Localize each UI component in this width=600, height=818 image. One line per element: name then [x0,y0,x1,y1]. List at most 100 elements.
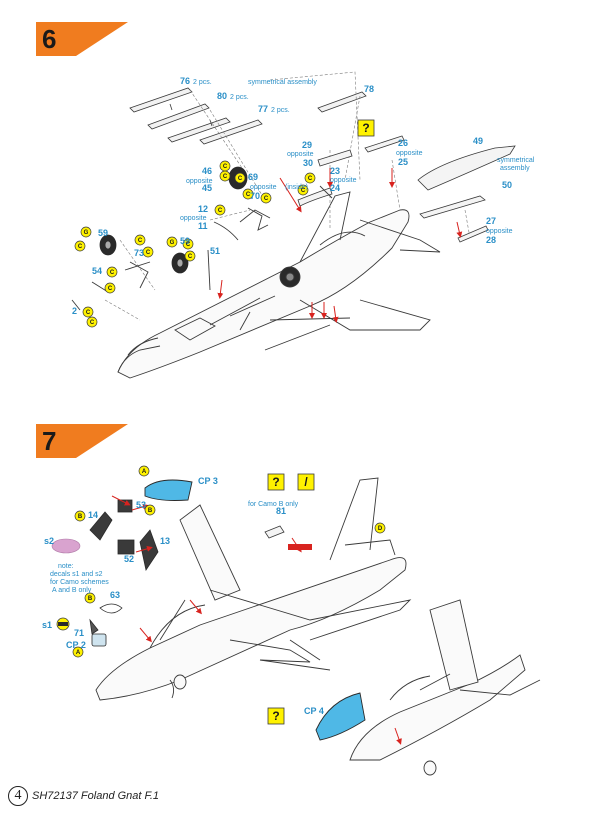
part-69-label: 69 [248,172,258,182]
sym-assembly-1-label: symmetrical [497,157,535,164]
question-marker-step6 [357,119,375,137]
part-2-label: 2 [72,306,77,316]
gnat-fuselage-step7 [95,477,541,776]
marker-letter: C [308,176,313,182]
part-70-label: 70 [250,191,260,201]
marker-letter: C [301,188,306,194]
question-mark: ? [362,121,369,135]
gnat-fuselage-step6 [117,191,441,379]
step-6-marker-letters: C C C C C C G C C C G C C C C C C C C ? [78,121,370,326]
assembly-dash-lines [104,71,471,321]
marker-letter: C [238,176,243,182]
part-50-label: 50 [502,180,512,190]
marker-letter: G [170,240,175,246]
part-78-label: 78 [364,84,374,94]
part-71-label: 71 [74,628,84,638]
marker-letter: B [78,514,83,520]
step-badge-bg [36,424,128,458]
canopy-cp4 [315,692,366,741]
part-63-label: 63 [110,590,120,600]
opposite-12-label: opposite [180,215,207,222]
part-cp3-label: CP 3 [198,476,218,486]
part-24-label: 24 [330,183,340,193]
part-cp2-label: CP 2 [66,640,86,650]
part-46-label: 46 [202,166,212,176]
opposite-29-label: opposite [287,151,314,158]
part-13-label: 13 [160,536,170,546]
marker-letter: C [246,192,251,198]
part-51-label: 51 [210,246,220,256]
part-73-label: 73 [134,248,144,258]
yellow-markers-step6 [74,160,316,328]
note-line-1: note: [58,563,74,570]
question-markers-step7 [267,473,315,725]
part-25-label: 25 [398,157,408,167]
wheels-59 [99,166,248,274]
marker-letter: C [86,310,91,316]
marker-letter: C [78,244,83,250]
canopy-cp3 [144,479,193,501]
kit-title: SH72137 Foland Gnat F.1 [32,790,159,802]
note-line-2: decals s1 and s2 [50,571,103,578]
marker-letter: C [186,242,191,248]
part-11-label: 11 [198,221,208,231]
yellow-markers-step7 [72,465,386,658]
note-line-4: A and B only [52,587,92,594]
decal-s1 [56,617,70,631]
part-81-label: 81 [276,506,286,516]
marker-letter: C [90,320,95,326]
step-7-badge: 7 [36,424,128,458]
marker-letter: C [223,174,228,180]
part-52-label: 52 [124,554,134,564]
part-14-label: 14 [88,510,98,520]
slash-mark: / [304,475,308,489]
part-29-label: 29 [302,140,312,150]
part-26-label: 26 [398,138,408,148]
opposite-26-label: opposite [396,150,423,157]
marker-letter: C [264,196,269,202]
marker-letter: C [188,254,193,260]
step-6-badge: 6 [36,22,128,56]
opposite-46-label: opposite [186,178,213,185]
part-cp4-label: CP 4 [304,706,324,716]
opposite-69-label: opposite [250,184,277,191]
sym-assembly-2-label: assembly [500,165,530,172]
step-badge-bg [36,22,128,56]
step-6-labels: 76 2 pcs. 80 2 pcs. 77 2 pcs. symmetrica… [72,76,535,316]
part-80-label: 80 [217,91,227,101]
part-77-label: 77 [258,104,268,114]
part-59b-label: 59 [180,236,190,246]
part-27-label: 27 [486,216,496,226]
qty-80-label: 2 pcs. [230,94,249,101]
red-arrows-step6 [217,168,463,323]
question-mark: ? [272,709,279,723]
page-footer: 4 SH72137 Foland Gnat F.1 [8,786,159,806]
step-7-number: 7 [42,426,57,456]
marker-letter: C [218,208,223,214]
decal-s1-label: s1 [42,620,52,630]
step-7-labels: CP 3 53 14 13 52 s2 63 s1 71 CP 2 81 CP … [42,476,324,716]
part-23-label: 23 [330,166,340,176]
marker-letter: B [88,596,93,602]
marker-letter: C [223,164,228,170]
opposite-23-label: opposite [330,177,357,184]
part-28-label: 28 [486,235,496,245]
part-30-label: 30 [303,158,313,168]
part-59a-label: 59 [98,228,108,238]
step-6-number: 6 [42,24,57,54]
drop-tank-49-50 [364,135,516,243]
marker-letter: B [148,508,153,514]
part-12-label: 12 [198,204,208,214]
decal-s2-label: s2 [44,536,54,546]
marker-letter: G [84,230,89,236]
camo-b-label: for Camo B only [248,501,299,508]
part-54-label: 54 [92,266,102,276]
step-7-marker-letters: A B B B A D ? / ? [76,469,383,723]
part-81-tube [264,525,312,550]
qty-77-label: 2 pcs. [271,107,290,114]
page-number: 4 [8,786,28,806]
red-arrows-step7 [111,495,402,745]
decal-s2 [51,538,81,554]
missile-parts-76-80-77 [129,87,367,145]
